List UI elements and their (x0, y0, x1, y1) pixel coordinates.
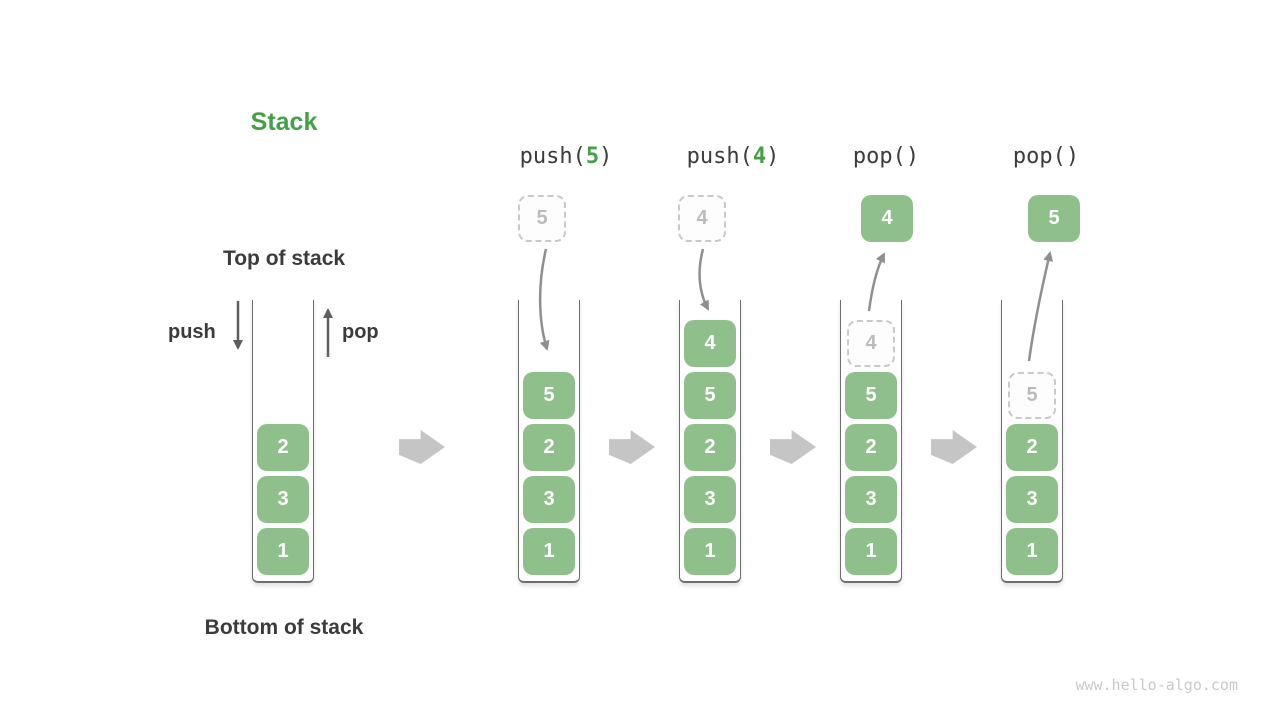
floating-element-push-4: 4 (678, 195, 726, 242)
stack-item: 1 (684, 528, 736, 575)
stack-item: 2 (684, 424, 736, 471)
stack-item: 3 (1006, 476, 1058, 523)
op-label-push-4: push(4) (687, 144, 780, 169)
pop-label: pop (342, 321, 379, 343)
watermark: www.hello-algo.com (1075, 676, 1238, 694)
op-arg: 5 (585, 144, 600, 169)
stack-item: 5 (845, 372, 897, 419)
stack-item: 5 (523, 372, 575, 419)
transition-arrow-icon (931, 430, 977, 464)
op-text: pop() (1012, 144, 1080, 169)
op-text: ) (766, 144, 780, 169)
op-text: push( (686, 144, 753, 169)
floating-element-popped-4: 4 (861, 195, 913, 242)
op-text: pop() (852, 144, 920, 169)
op-text: ) (599, 144, 613, 169)
stack-item: 5 (684, 372, 736, 419)
stack-item: 1 (523, 528, 575, 575)
floating-element-popped-5: 5 (1028, 195, 1080, 242)
op-text: push( (519, 144, 586, 169)
stack-item: 3 (845, 476, 897, 523)
diagram-title: Stack (250, 108, 318, 136)
stack-item: 4 (684, 320, 736, 367)
op-label-push-5: push(5) (520, 144, 613, 169)
push-label: push (168, 321, 216, 343)
transition-arrow-icon (609, 430, 655, 464)
stack-item-ghost: 4 (847, 320, 895, 367)
stack-item: 3 (523, 476, 575, 523)
op-label-pop-1: pop() (853, 144, 919, 169)
op-arg: 4 (752, 144, 767, 169)
stack-item: 3 (684, 476, 736, 523)
transition-arrow-icon (770, 430, 816, 464)
stack-item: 2 (523, 424, 575, 471)
stack-item-ghost: 5 (1008, 372, 1056, 419)
top-of-stack-label: Top of stack (222, 247, 346, 270)
stack-item: 2 (845, 424, 897, 471)
stack-item: 2 (1006, 424, 1058, 471)
stack-item: 2 (257, 424, 309, 471)
stack-item: 1 (845, 528, 897, 575)
bottom-of-stack-label: Bottom of stack (204, 616, 364, 639)
stack-item: 1 (257, 528, 309, 575)
floating-element-push-5: 5 (518, 195, 566, 242)
op-label-pop-2: pop() (1013, 144, 1079, 169)
transition-arrow-icon (399, 430, 445, 464)
stack-item: 1 (1006, 528, 1058, 575)
stack-item: 3 (257, 476, 309, 523)
